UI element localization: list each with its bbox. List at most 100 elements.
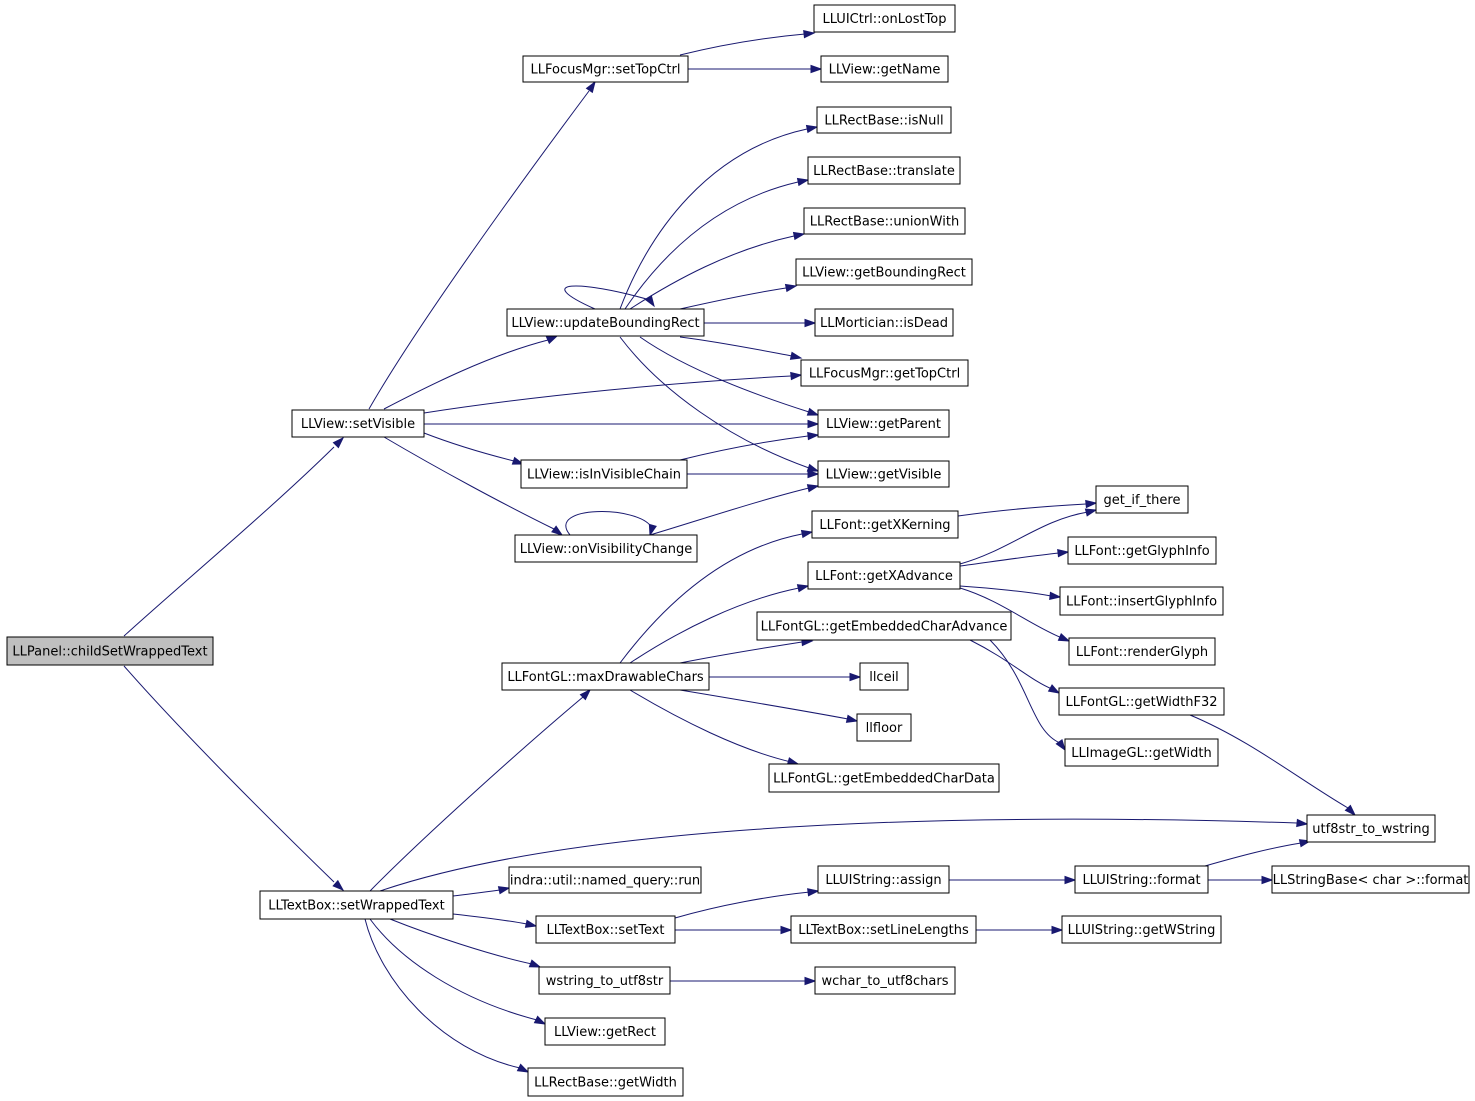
node-getVisible[interactable]: LLView::getVisible xyxy=(817,460,950,488)
node-utf8str_to_wstring[interactable]: utf8str_to_wstring xyxy=(1306,814,1436,843)
arrowhead-icon xyxy=(803,29,816,39)
edge-setWrappedText-to-utf8str_to_wstring xyxy=(379,818,1309,892)
node-imageGetWidth[interactable]: LLImageGL::getWidth xyxy=(1064,738,1219,767)
arrowhead-icon xyxy=(551,525,564,536)
arrowhead-icon xyxy=(807,469,820,479)
arrowhead-icon xyxy=(796,177,810,187)
edge-line xyxy=(383,339,549,410)
node-box xyxy=(795,258,973,286)
edge-line xyxy=(679,33,806,56)
edge-updateBoundingRect-to-updateBoundingRect xyxy=(564,285,655,310)
edge-line xyxy=(959,511,1089,565)
node-getRect[interactable]: LLView::getRect xyxy=(544,1017,666,1046)
node-assign[interactable]: LLUIString::assign xyxy=(817,865,950,894)
node-getBoundingRect[interactable]: LLView::getBoundingRect xyxy=(795,258,973,286)
node-maxDrawableChars[interactable]: LLFontGL::maxDrawableChars xyxy=(501,662,710,691)
node-label: LLTextBox::setWrappedText xyxy=(268,899,444,914)
node-box xyxy=(1058,687,1225,716)
edge-root-to-setVisible xyxy=(123,436,345,637)
arrowhead-icon xyxy=(1344,804,1357,817)
node-label: LLRectBase::getWidth xyxy=(534,1076,677,1091)
node-setWrappedText[interactable]: LLTextBox::setWrappedText xyxy=(259,890,454,920)
node-wstring_to_utf8str[interactable]: wstring_to_utf8str xyxy=(538,966,671,995)
node-getXAdvance[interactable]: LLFont::getXAdvance xyxy=(807,561,961,590)
node-rectGetWidth[interactable]: LLRectBase::getWidth xyxy=(527,1067,684,1097)
node-label: LLTextBox::setText xyxy=(546,923,664,938)
node-label: LLFontGL::maxDrawableChars xyxy=(507,670,704,685)
node-getEmbeddedCharData[interactable]: LLFontGL::getEmbeddedCharData xyxy=(768,763,1000,793)
edge-getXKerning-to-get_if_there xyxy=(957,499,1098,517)
edge-getEmbeddedCharAdvance-to-imageGetWidth xyxy=(989,639,1066,752)
node-wchar_to_utf8chars[interactable]: wchar_to_utf8chars xyxy=(814,966,956,995)
edge-assign-to-format xyxy=(949,875,1077,885)
arrowhead-icon xyxy=(790,371,803,381)
node-isInVisibleChain[interactable]: LLView::isInVisibleChain xyxy=(520,459,688,489)
edge-line xyxy=(619,336,810,469)
node-box xyxy=(803,207,966,235)
node-llfloor[interactable]: llfloor xyxy=(856,713,912,742)
node-box xyxy=(1067,536,1217,565)
edge-maxDrawableChars-to-llceil xyxy=(709,672,862,682)
edge-setWrappedText-to-named_query_run xyxy=(452,886,511,897)
node-label: LLView::getVisible xyxy=(826,468,942,483)
node-getName[interactable]: LLView::getName xyxy=(820,55,949,83)
node-renderGlyph[interactable]: LLFont::renderGlyph xyxy=(1068,637,1216,666)
edge-maxDrawableChars-to-getXAdvance xyxy=(629,584,810,664)
edge-line xyxy=(379,818,1298,892)
node-translate[interactable]: LLRectBase::translate xyxy=(807,156,961,185)
node-llceil[interactable]: llceil xyxy=(859,662,909,691)
node-label: LLFontGL::getEmbeddedCharAdvance xyxy=(761,620,1008,635)
node-named_query_run[interactable]: indra::util::named_query::run xyxy=(508,866,702,894)
node-onLostTop[interactable]: LLUICtrl::onLostTop xyxy=(813,4,956,33)
edge-line xyxy=(123,446,335,637)
node-getWString[interactable]: LLUIString::getWString xyxy=(1061,915,1222,944)
node-getXKerning[interactable]: LLFont::getXKerning xyxy=(811,510,959,539)
node-box xyxy=(506,308,705,337)
arrowhead-icon xyxy=(806,484,820,493)
node-box xyxy=(807,156,961,185)
arrowhead-icon xyxy=(800,529,814,539)
node-stringBaseFormat[interactable]: LLStringBase< char >::format xyxy=(1271,865,1470,894)
node-getEmbeddedCharAdvance[interactable]: LLFontGL::getEmbeddedCharAdvance xyxy=(756,611,1012,641)
node-box xyxy=(520,459,688,489)
node-unionWith[interactable]: LLRectBase::unionWith xyxy=(803,207,966,235)
node-setTopCtrl[interactable]: LLFocusMgr::setTopCtrl xyxy=(522,55,689,83)
node-getParent[interactable]: LLView::getParent xyxy=(817,409,950,438)
node-getTopCtrl[interactable]: LLFocusMgr::getTopCtrl xyxy=(800,359,969,387)
node-setLineLengths[interactable]: LLTextBox::setLineLengths xyxy=(790,915,977,944)
edge-line xyxy=(619,533,803,664)
node-label: LLStringBase< char >::format xyxy=(1273,873,1469,888)
edge-getEmbeddedCharAdvance-to-getWidthF32 xyxy=(969,639,1061,694)
node-getWidthF32[interactable]: LLFontGL::getWidthF32 xyxy=(1058,687,1225,716)
edge-setWrappedText-to-rectGetWidth xyxy=(364,918,530,1073)
edge-line xyxy=(629,587,800,664)
node-updateBoundingRect[interactable]: LLView::updateBoundingRect xyxy=(506,308,705,337)
node-box xyxy=(856,713,912,742)
node-isDead[interactable]: LLMortician::isDead xyxy=(814,308,954,337)
node-isNull[interactable]: LLRectBase::isNull xyxy=(816,106,952,134)
node-label: LLView::getRect xyxy=(554,1025,656,1040)
edge-line xyxy=(452,913,528,925)
node-insertGlyphInfo[interactable]: LLFont::insertGlyphInfo xyxy=(1059,586,1224,616)
arrowhead-icon xyxy=(1051,925,1064,935)
node-get_if_there[interactable]: get_if_there xyxy=(1095,485,1189,514)
node-box xyxy=(756,611,1012,641)
node-setText[interactable]: LLTextBox::setText xyxy=(535,915,676,944)
node-onVisibilityChange[interactable]: LLView::onVisibilityChange xyxy=(514,534,698,563)
edge-getXAdvance-to-renderGlyph xyxy=(959,587,1071,642)
node-box xyxy=(1074,865,1209,894)
node-setVisible[interactable]: LLView::setVisible xyxy=(291,409,425,438)
edge-setWrappedText-to-getRect xyxy=(369,918,547,1025)
arrowhead-icon xyxy=(805,124,819,134)
edge-updateBoundingRect-to-getVisible xyxy=(619,336,820,472)
node-getGlyphInfo[interactable]: LLFont::getGlyphInfo xyxy=(1067,536,1217,565)
arrowhead-icon xyxy=(1296,818,1309,828)
node-root[interactable]: LLPanel::childSetWrappedText xyxy=(6,636,214,666)
node-box xyxy=(508,866,702,894)
node-format[interactable]: LLUIString::format xyxy=(1074,865,1209,894)
edge-getXAdvance-to-get_if_there xyxy=(959,508,1098,565)
edge-setVisible-to-isInVisibleChain xyxy=(423,432,525,465)
edge-updateBoundingRect-to-isNull xyxy=(619,124,819,310)
edge-line xyxy=(368,90,590,410)
